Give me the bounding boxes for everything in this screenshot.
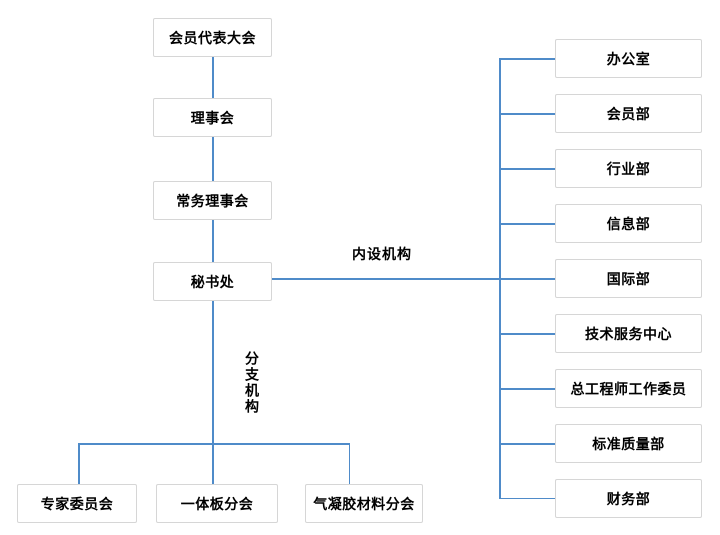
org-node-label: 行业部 [606, 161, 651, 178]
org-node-standing-council: 常务理事会 [153, 181, 272, 220]
org-node-membership-dept: 会员部 [555, 94, 702, 133]
connector-line [78, 443, 80, 484]
connector-line [212, 443, 214, 484]
connector-line [499, 58, 501, 499]
org-node-aerogel-branch: 气凝胶材料分会 [305, 484, 423, 523]
org-node-label: 会员部 [606, 106, 651, 123]
connector-line [78, 443, 350, 445]
org-node-information-dept: 信息部 [555, 204, 702, 243]
org-node-label: 国际部 [606, 271, 651, 288]
connector-line [272, 278, 555, 280]
connector-line [499, 388, 555, 390]
org-node-industry-dept: 行业部 [555, 149, 702, 188]
org-node-standards-quality-dept: 标准质量部 [555, 424, 702, 463]
internal-organs-label: 内设机构 [352, 247, 412, 263]
connector-line [212, 57, 214, 98]
org-node-member-congress: 会员代表大会 [153, 18, 272, 57]
org-node-label: 财务部 [606, 491, 651, 508]
connector-line [499, 443, 555, 445]
org-node-council: 理事会 [153, 98, 272, 137]
connector-line [499, 497, 555, 499]
org-node-label: 一体板分会 [180, 496, 254, 513]
org-node-label: 专家委员会 [40, 496, 114, 513]
org-node-international-dept: 国际部 [555, 259, 702, 298]
connector-line [212, 220, 214, 262]
org-node-tech-service-center: 技术服务中心 [555, 314, 702, 353]
connector-line [499, 223, 555, 225]
connector-line [499, 58, 555, 60]
org-node-label: 气凝胶材料分会 [313, 496, 415, 513]
org-node-label: 理事会 [190, 110, 235, 127]
org-node-finance-dept: 财务部 [555, 479, 702, 518]
branch-organs-label: 分支机构 [243, 351, 259, 415]
org-node-label: 信息部 [606, 216, 651, 233]
org-node-chief-engineer-cttee: 总工程师工作委员 [555, 369, 702, 408]
org-node-label: 秘书处 [190, 274, 235, 291]
connector-line [212, 137, 214, 181]
connector-line [499, 113, 555, 115]
connector-line [499, 168, 555, 170]
connector-line [212, 301, 214, 444]
org-node-label: 办公室 [606, 51, 651, 68]
org-node-label: 总工程师工作委员 [570, 381, 687, 398]
org-node-secretariat: 秘书处 [153, 262, 272, 301]
connector-line [348, 443, 350, 484]
org-node-label: 标准质量部 [592, 436, 665, 453]
org-node-expert-committee: 专家委员会 [17, 484, 137, 523]
org-node-office: 办公室 [555, 39, 702, 78]
org-node-integrated-board-branch: 一体板分会 [156, 484, 278, 523]
org-node-label: 技术服务中心 [585, 326, 672, 343]
org-node-label: 常务理事会 [176, 193, 249, 210]
connector-line [499, 333, 555, 335]
org-node-label: 会员代表大会 [169, 30, 256, 47]
